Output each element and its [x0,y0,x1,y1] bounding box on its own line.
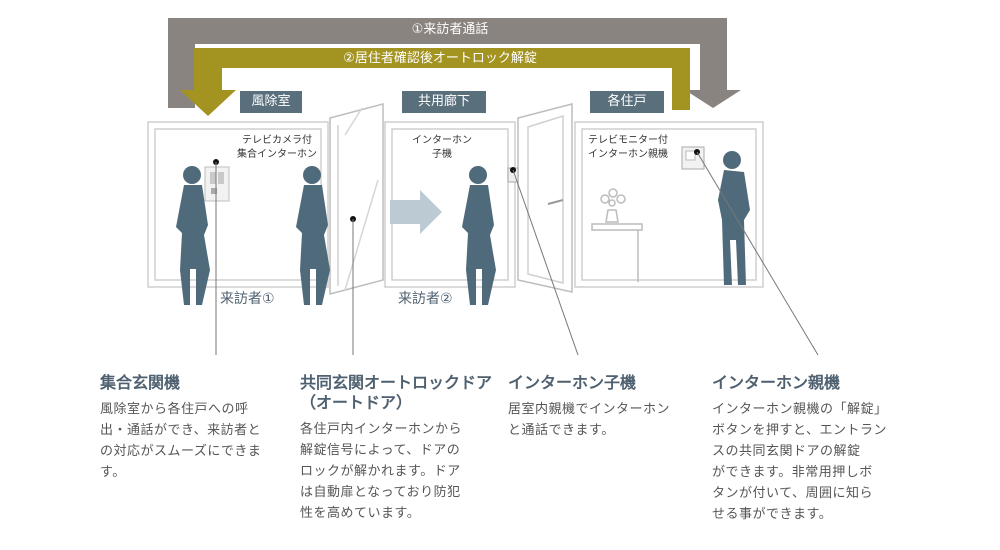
unlock-arrow-olive [180,48,690,116]
visitor-figure-3 [462,166,496,305]
device-label-room-2: インターホン親機 [588,149,668,160]
device-label-room: テレビモニター付 インターホン親機 [578,134,678,162]
caption-main-intercom-body-3: スの共同玄関ドアの解錠 [712,444,861,459]
table-with-flowers [591,188,643,282]
room-tag-windbreak: 風除室 [240,91,302,113]
caption-entrance-unit-body-4: す。 [100,465,126,480]
caption-auto-door-body-4: は自動扉となっており防犯 [300,485,461,500]
direction-arrow [390,190,442,234]
arrow-label-unlock: ②居住者確認後オートロック解錠 [343,51,537,66]
caption-auto-door-body-2: 解錠信号によって、ドアの [300,443,461,458]
caption-sub-intercom-title: インターホン子機 [508,373,636,393]
entrance-intercom-panel [204,166,230,202]
caption-auto-door-body-3: ロックが解かれます。ドア [300,464,461,479]
call-arrow-gray [168,18,741,108]
caption-main-intercom-body-5: タンが付いて、周囲に知ら [712,486,873,501]
caption-auto-door-body: 各住戸内インターホンから 解錠信号によって、ドアの ロックが解かれます。ドア は… [300,419,500,524]
device-label-entrance: テレビカメラ付 集合インターホン [232,134,322,162]
device-label-corridor-1: インターホン [412,135,472,146]
caption-auto-door-title-1: 共同玄関オートロックドア [300,373,493,392]
caption-main-intercom-title: インターホン親機 [712,373,840,393]
resident-figure [718,151,750,285]
caption-entrance-unit-title: 集合玄関機 [100,373,180,393]
unit-door-illustration [517,103,573,293]
room-tag-corridor: 共用廊下 [402,91,486,113]
caption-auto-door-title-2: （オートドア） [300,393,413,412]
caption-main-intercom-body-1: インターホン親機の「解錠」 [712,402,888,417]
caption-auto-door-title: 共同玄関オートロックドア （オートドア） [300,373,492,413]
leader-lines [215,151,819,356]
device-label-corridor-2: 子機 [432,149,452,160]
caption-sub-intercom-body-1: 居室内親機でインターホン [508,402,671,417]
visitor-figure-1 [176,166,210,305]
caption-main-intercom-body: インターホン親機の「解錠」 ボタンを押すと、エントラン スの共同玄関ドアの解錠 … [712,399,922,525]
caption-main-intercom-title-1: インターホン親機 [712,373,841,392]
caption-sub-intercom-title-1: インターホン子機 [508,373,637,392]
arrow-label-call: ①来訪者通話 [411,22,489,37]
caption-entrance-unit-body-1: 風除室から各住戸への呼 [100,402,249,417]
caption-main-intercom-body-4: ができます。非常用押しボ [712,465,873,480]
caption-auto-door-body-5: 性を高めています。 [300,506,421,521]
caption-entrance-unit-title-1: 集合玄関機 [100,373,181,392]
caption-sub-intercom-body-2: と通話できます。 [508,423,615,438]
visitor-figure-2 [296,166,330,305]
device-label-corridor: インターホン 子機 [402,134,482,162]
visitor-label-2: 来訪者② [398,291,453,307]
auto-door-illustration [329,103,384,295]
device-label-room-1: テレビモニター付 [588,135,668,146]
visitor-label-1: 来訪者① [220,291,275,307]
device-label-entrance-2: 集合インターホン [237,149,317,160]
caption-main-intercom-body-2: ボタンを押すと、エントラン [712,423,887,438]
caption-main-intercom-body-6: せる事ができます。 [712,507,833,522]
device-label-entrance-1: テレビカメラ付 [242,135,312,146]
room-tag-unit: 各住戸 [590,91,664,113]
caption-sub-intercom-body: 居室内親機でインターホン と通話できます。 [508,399,708,441]
caption-entrance-unit-body: 風除室から各住戸への呼 出・通話ができ、来訪者と の対応がスムーズにできま す。 [100,399,300,483]
caption-entrance-unit-body-3: の対応がスムーズにできま [100,444,262,459]
caption-entrance-unit-body-2: 出・通話ができ、来訪者と [100,423,262,438]
caption-auto-door-body-1: 各住戸内インターホンから [300,422,463,437]
